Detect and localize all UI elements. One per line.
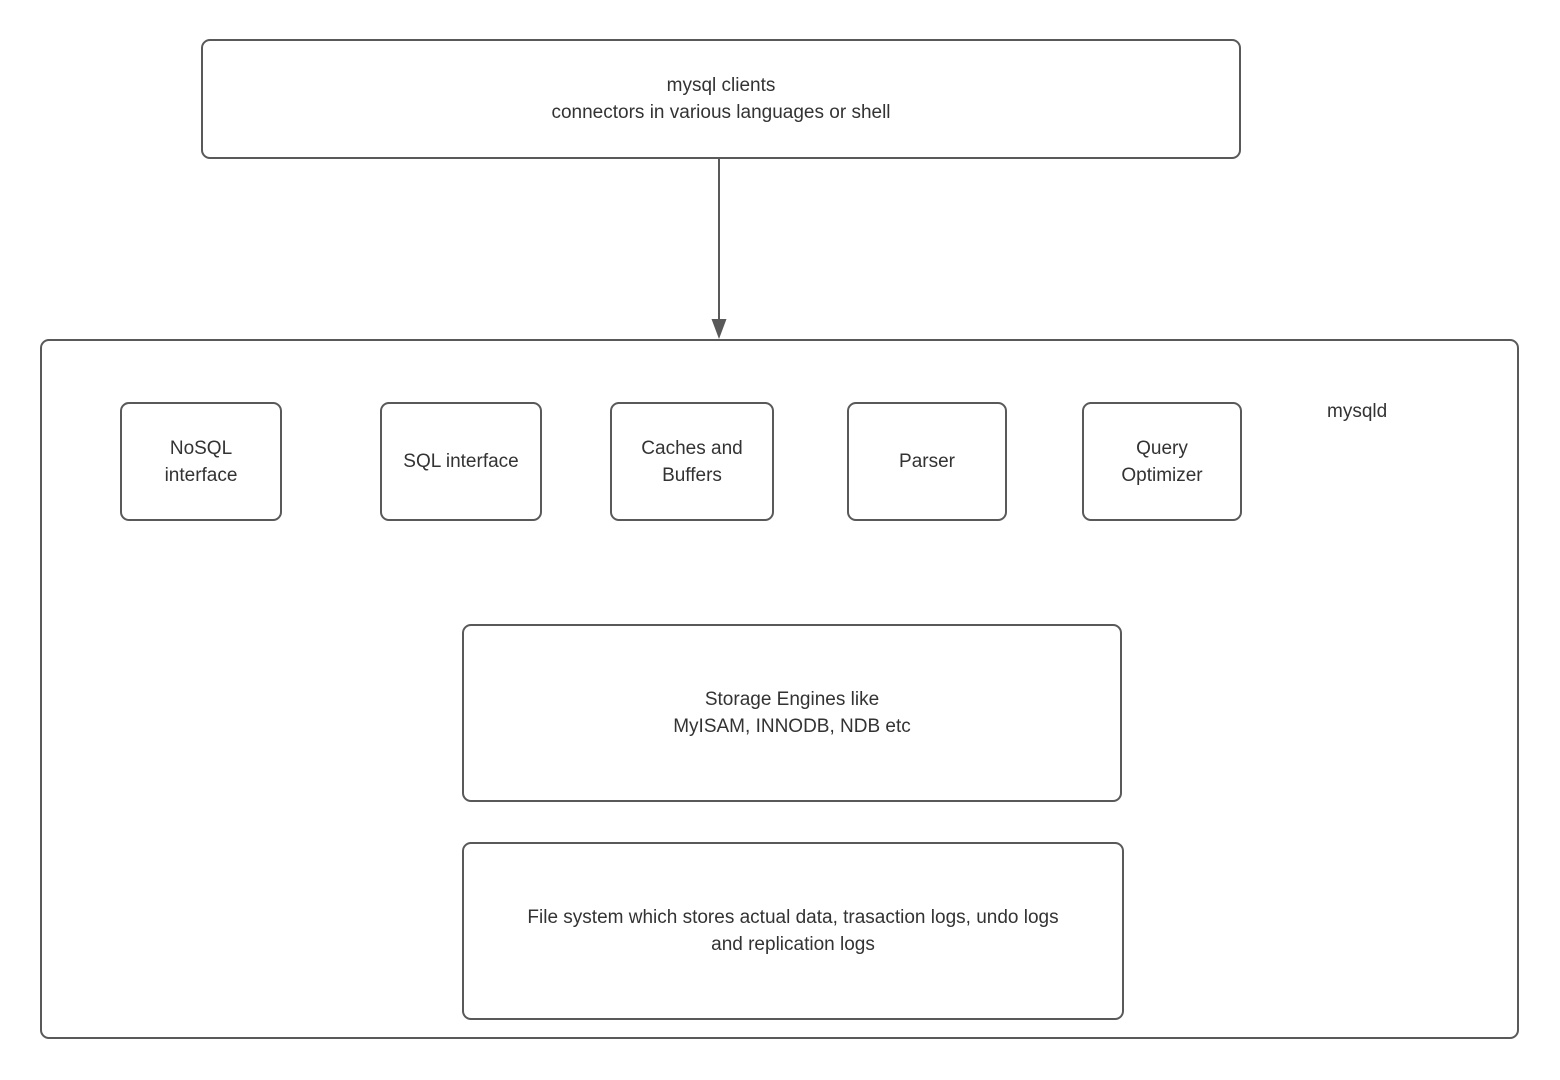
nosql-interface-label: NoSQL interface [164,437,238,486]
node-nosql-interface: NoSQL interface [120,402,282,521]
query-optimizer-label: Query Optimizer [1121,437,1203,486]
mysqld-label: mysqld [1327,401,1388,422]
node-mysqld-container: mysqld NoSQL interface SQL interface Cac… [40,339,1519,1039]
mysql-clients-label: mysql clients connectors in various lang… [551,75,891,123]
node-sql-interface: SQL interface [380,402,542,521]
file-system-label: File system which stores actual data, tr… [527,907,1059,955]
node-parser: Parser [847,402,1007,521]
node-query-optimizer: Query Optimizer [1082,402,1242,521]
node-file-system: File system which stores actual data, tr… [462,842,1124,1020]
arrow-clients-to-mysqld [711,159,727,339]
storage-engines-label: Storage Engines like MyISAM, INNODB, NDB… [673,689,911,737]
node-caches-and-buffers: Caches and Buffers [610,402,774,521]
parser-label: Parser [899,451,955,472]
sql-interface-label: SQL interface [403,451,519,472]
caches-and-buffers-label: Caches and Buffers [641,437,743,486]
node-mysql-clients: mysql clients connectors in various lang… [201,39,1241,159]
node-storage-engines: Storage Engines like MyISAM, INNODB, NDB… [462,624,1122,802]
